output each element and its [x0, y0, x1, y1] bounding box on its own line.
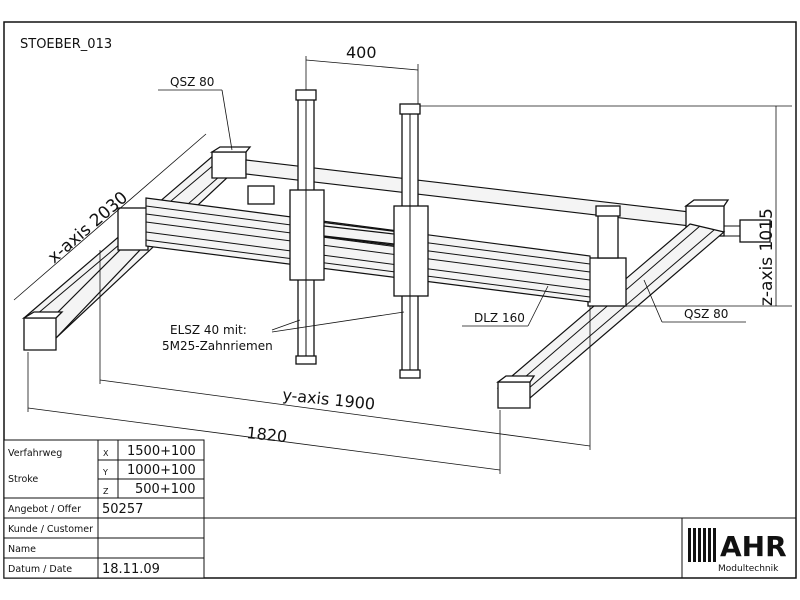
callouts: QSZ 80 QSZ 80 DLZ 160 ELSZ 40 mit: 5M25-… — [158, 75, 746, 353]
date-value: 18.11.09 — [102, 562, 160, 577]
stroke-label: Stroke — [8, 474, 38, 485]
logo-subtitle: Modultechnik — [718, 564, 779, 574]
logo-brand: AHR — [720, 530, 787, 563]
axis-y-value: 1000+100 — [127, 463, 196, 478]
axis-z-name: Z — [103, 487, 109, 496]
customer-label: Kunde / Customer — [8, 524, 93, 535]
offer-label: Angebot / Offer — [8, 504, 81, 515]
axis-x-name: X — [103, 449, 109, 458]
label-qsz-top: QSZ 80 — [170, 75, 214, 89]
right-carriage — [587, 257, 627, 307]
left-motor — [247, 185, 275, 205]
right-motor — [739, 219, 771, 243]
axis-y-name: Y — [102, 468, 108, 477]
date-label: Datum / Date — [8, 564, 72, 575]
label-elsz-line1: ELSZ 40 mit: — [170, 323, 247, 337]
company-logo: AHR Modultechnik — [688, 528, 787, 574]
logo-stripes-icon — [688, 528, 716, 562]
axis-x-value: 1500+100 — [127, 444, 196, 459]
z-carriage-right — [393, 205, 429, 297]
dim-y-axis: y-axis 1900 — [282, 385, 376, 414]
left-rear-end-block — [211, 151, 247, 179]
title-block: Verfahrweg Stroke X 1500+100 Y 1000+100 … — [3, 439, 205, 579]
dim-z-axis: z-axis 1015 — [757, 208, 777, 306]
axis-z-value: 500+100 — [135, 482, 196, 497]
drawing-id: STOEBER_013 — [20, 37, 112, 52]
z-carriage-left — [289, 189, 325, 281]
travel-label: Verfahrweg — [8, 448, 62, 459]
name-label: Name — [8, 544, 36, 555]
left-front-end-block — [23, 317, 57, 351]
dim-width: 1820 — [246, 423, 288, 446]
label-elsz-line2: 5M25-Zahnriemen — [162, 339, 273, 353]
label-qsz-right: QSZ 80 — [684, 307, 728, 321]
title-block-right — [204, 517, 796, 578]
offer-value: 50257 — [102, 502, 143, 517]
dim-z-spacing: 400 — [346, 43, 377, 62]
drawing-border — [3, 21, 797, 579]
left-carriage — [117, 207, 149, 251]
label-dlz: DLZ 160 — [474, 311, 525, 325]
gantry-machine — [21, 89, 771, 409]
right-front-end-block — [497, 381, 531, 409]
y-beam — [145, 197, 591, 303]
